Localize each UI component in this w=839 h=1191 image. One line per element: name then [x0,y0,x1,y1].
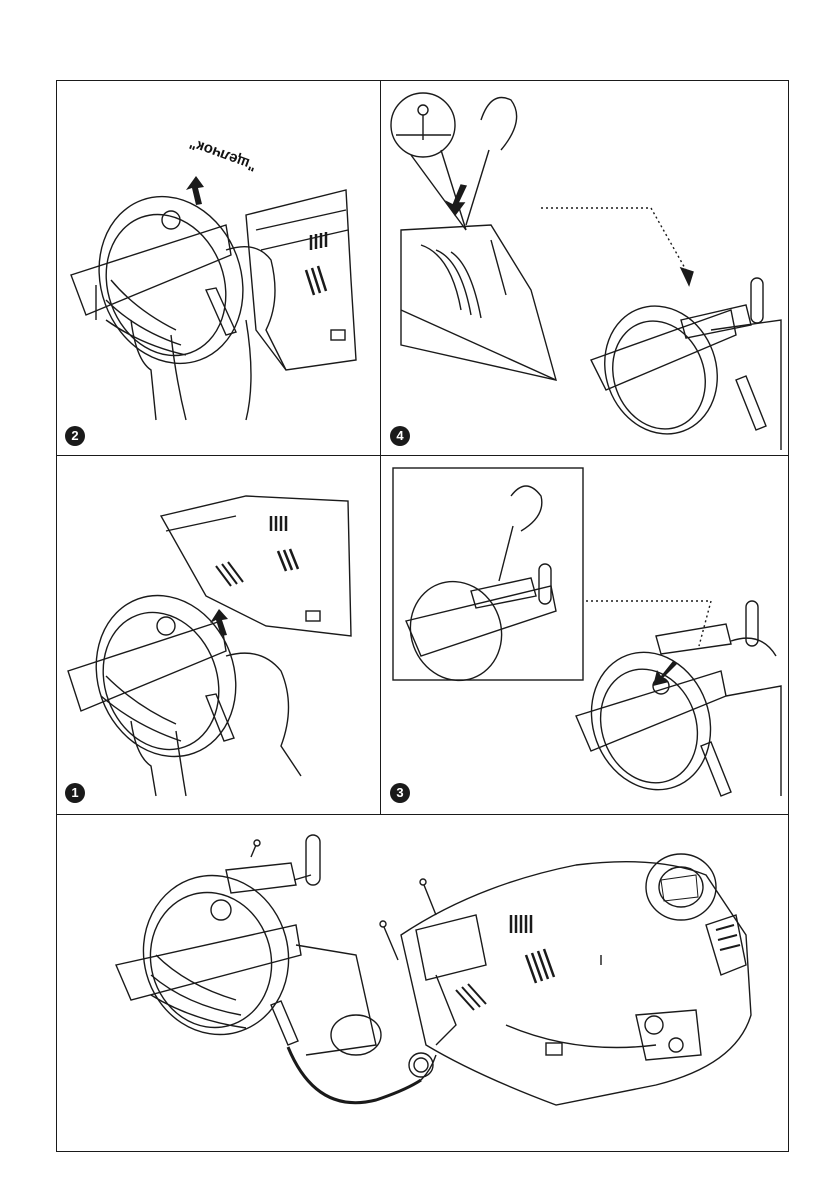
step-badge: 3 [390,783,410,803]
screw-fastening-illustration [381,80,789,455]
panel-step-2: "щелчок" 2 [56,80,380,455]
panel-step-4: 4 [381,80,789,455]
panel-step-3: 3 [381,456,789,814]
exploded-assembly-illustration [56,815,789,1152]
reel-mounting-illustration [56,456,380,814]
step-badge: 4 [390,426,410,446]
reel-attach-click-illustration [56,80,380,455]
panel-exploded-view [56,815,789,1152]
panel-step-1: 1 [56,456,380,814]
step-badge: 2 [65,426,85,446]
handle-crank-illustration [381,456,789,814]
step-badge: 1 [65,783,85,803]
